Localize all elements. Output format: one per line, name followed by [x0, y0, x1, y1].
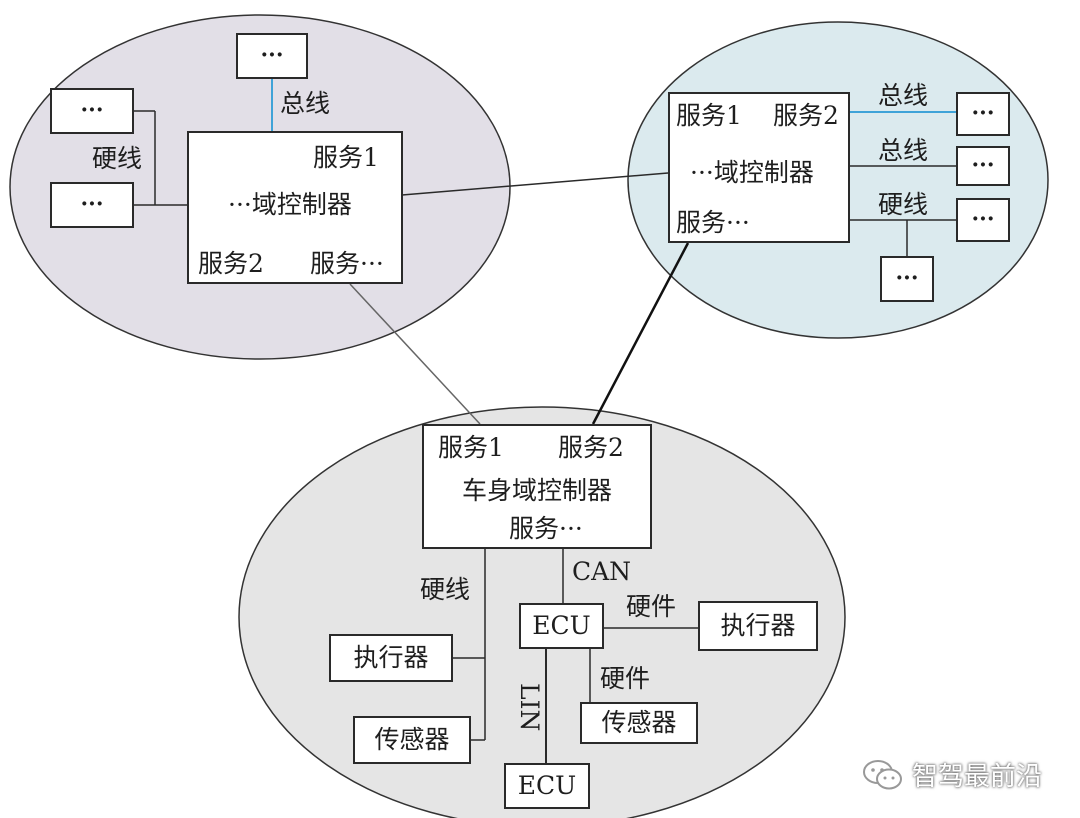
left-node2[interactable] [50, 182, 134, 228]
left-controller-name: ···域控制器 [228, 190, 352, 219]
right-controller-name: ···域控制器 [690, 158, 814, 187]
can-label: CAN [572, 557, 632, 586]
sensor-left-label: 传感器 [374, 725, 450, 754]
ecu-top-label: ECU [532, 611, 591, 640]
left-node2-label: ··· [80, 191, 104, 217]
right-hardwire-label: 硬线 [878, 190, 929, 219]
left-hardwire-label: 硬线 [92, 144, 143, 173]
right-node4[interactable] [880, 256, 934, 302]
body-service1: 服务1 [438, 433, 504, 462]
ecu-bottom-label: ECU [517, 771, 577, 800]
actuator-right-label: 执行器 [720, 611, 796, 640]
link-left-right [401, 172, 669, 196]
watermark-text: 智驾最前沿 [912, 762, 1043, 792]
body-service2: 服务2 [558, 433, 624, 462]
right-bus-label2: 总线 [878, 136, 929, 165]
right-node4-label: ··· [895, 265, 919, 291]
left-service2: 服务2 [198, 249, 264, 278]
body-hardwire-label: 硬线 [420, 575, 471, 604]
sensor-right-label: 传感器 [601, 708, 677, 737]
left-service-more: 服务··· [310, 249, 384, 278]
left-bus-label: 总线 [280, 89, 331, 118]
actuator-left[interactable] [329, 634, 453, 682]
right-node2[interactable] [956, 146, 1010, 186]
sensor-right[interactable] [580, 702, 698, 744]
right-node3-label: ··· [971, 206, 995, 232]
left-service1: 服务1 [313, 143, 379, 172]
left-node1[interactable] [50, 88, 134, 134]
body-controller-name: 车身域控制器 [462, 476, 613, 505]
left-top-node-label: ··· [260, 42, 284, 68]
left-top-node[interactable] [236, 33, 308, 79]
right-node2-label: ··· [971, 152, 995, 178]
right-node1[interactable] [956, 92, 1010, 136]
right-bus-label1: 总线 [878, 81, 929, 110]
watermark: 智驾最前沿 [862, 756, 1042, 793]
body-domain-controller[interactable] [422, 424, 652, 549]
wechat-icon [863, 759, 902, 789]
lin-label: LIN [515, 683, 544, 732]
right-service2: 服务2 [773, 101, 839, 130]
hardware-label1: 硬件 [626, 592, 677, 621]
actuator-right[interactable] [698, 601, 818, 651]
body-service-more: 服务··· [509, 514, 583, 543]
left-node1-label: ··· [80, 97, 104, 123]
right-node1-label: ··· [971, 100, 995, 126]
link-right-body [591, 242, 690, 425]
link-left-body [349, 283, 481, 425]
sensor-left[interactable] [353, 716, 471, 764]
right-service1: 服务1 [676, 101, 742, 130]
ecu-top[interactable] [519, 603, 604, 649]
right-domain-controller[interactable] [668, 92, 850, 243]
hardware-label2: 硬件 [600, 664, 651, 693]
ecu-bottom[interactable] [504, 763, 590, 809]
right-node3[interactable] [956, 198, 1010, 242]
right-service-more: 服务··· [676, 208, 750, 237]
actuator-left-label: 执行器 [353, 643, 429, 672]
left-domain-controller[interactable] [187, 131, 403, 284]
